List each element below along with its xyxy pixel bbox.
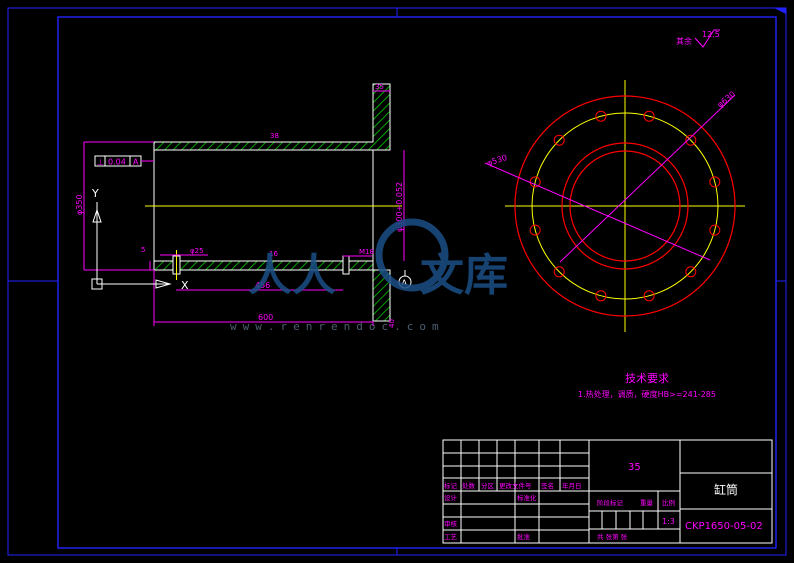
roughness-prefix: 其余 xyxy=(676,36,692,46)
outer-dia-end-label: φ630 xyxy=(716,89,738,109)
bolt-hole xyxy=(685,134,697,146)
dim-16-label: 16 xyxy=(269,250,278,258)
pcd-label: φ530 xyxy=(486,153,508,168)
tb-label-standardize: 标准化 xyxy=(517,493,537,502)
ucs-origin-box xyxy=(91,278,103,290)
bolt-hole xyxy=(643,290,655,302)
outer-circle xyxy=(514,95,736,317)
tech-req-title: 技术要求 xyxy=(625,372,669,385)
tb-label-review: 审核 xyxy=(444,519,458,528)
thread-label: M18 xyxy=(359,248,374,256)
bolt-hole xyxy=(553,134,565,146)
tb-scale: 1:3 xyxy=(662,517,675,526)
tb-label-design: 设计 xyxy=(444,493,458,502)
bolt-hole xyxy=(709,224,721,236)
bore-circle xyxy=(569,150,681,262)
tb-part-name: 缸筒 xyxy=(714,482,738,497)
leader xyxy=(559,94,736,263)
bolt-hole xyxy=(709,176,721,188)
bolt-hole xyxy=(595,110,607,122)
tb-label-stage: 阶段标记 xyxy=(597,498,624,507)
tb-label-zone: 分区 xyxy=(481,481,495,490)
tb-material: 35 xyxy=(628,462,641,473)
flange-width-label: 35 xyxy=(375,83,384,91)
top-wall-section xyxy=(153,83,391,151)
outer-dia-label: φ350 xyxy=(75,194,84,215)
tb-label-change: 更改文件号 xyxy=(499,481,532,490)
tb-label-sheets: 共 张第 张 xyxy=(597,532,628,541)
watermark-right: 文库 xyxy=(420,250,508,301)
tolerance-value: 0.04 xyxy=(108,158,126,167)
bolt-circle xyxy=(531,112,719,300)
tb-drawing-no: CKP1650-05-02 xyxy=(685,521,763,532)
datum-mark: A xyxy=(402,279,408,288)
bolt-holes xyxy=(529,110,721,302)
dim-40-label: 40 xyxy=(388,319,396,328)
frame-corner-mark xyxy=(774,8,786,14)
thread-hole xyxy=(342,255,350,275)
tolerance-datum: A xyxy=(133,158,139,167)
roughness-symbol xyxy=(694,29,720,48)
middle-circle xyxy=(561,142,689,270)
port-25-label: φ25 xyxy=(190,247,204,255)
bolt-hole xyxy=(529,176,541,188)
tb-label-count: 处数 xyxy=(462,481,476,490)
inner-frame xyxy=(57,16,777,549)
bolt-hole xyxy=(553,266,565,278)
tb-label-sign: 签名 xyxy=(541,481,554,490)
tb-label-date: 年月日 xyxy=(562,481,582,490)
tb-label-process: 工艺 xyxy=(444,533,458,541)
ucs-x-label: X xyxy=(181,279,189,292)
ucs-y-label: Y xyxy=(91,187,99,200)
bolt-hole xyxy=(685,266,697,278)
bolt-hole xyxy=(595,290,607,302)
tolerance-symbol: ⊥ xyxy=(97,158,104,167)
tb-label-approve: 批准 xyxy=(517,532,531,541)
ucs-x-arrow xyxy=(155,279,172,289)
end-view: φ530 φ630 xyxy=(484,80,745,332)
bolt-hole xyxy=(529,224,541,236)
tb-label-marks: 标记 xyxy=(444,481,458,490)
tech-req-line1: 1.热处理，调质，硬度HB>=241-285 xyxy=(578,389,716,399)
watermark-left: 人人 xyxy=(248,250,336,301)
tb-label-weight: 重量 xyxy=(640,499,654,507)
dim-456-label: 456 xyxy=(255,281,270,290)
bore-label: φ300+0.052 xyxy=(395,182,404,232)
leader xyxy=(484,162,711,261)
bolt-hole xyxy=(643,110,655,122)
watermark-logo xyxy=(375,218,449,292)
watermark-url: www.renrendoc.com xyxy=(230,320,445,333)
ucs-y-arrow xyxy=(92,208,102,223)
tb-label-ratio: 比例 xyxy=(662,498,675,507)
dim-5-label: 5 xyxy=(141,246,145,254)
watermark: 人人 文库 www.renrendoc.com xyxy=(230,218,508,333)
dim-600-label: 600 xyxy=(258,313,273,322)
title-block xyxy=(442,439,773,544)
section-view: φ350 ⊥ 0.04 A 5 456 600 φ25 16 M18 φ300+… xyxy=(75,83,412,328)
hatch-tag-label: 38 xyxy=(270,132,279,140)
